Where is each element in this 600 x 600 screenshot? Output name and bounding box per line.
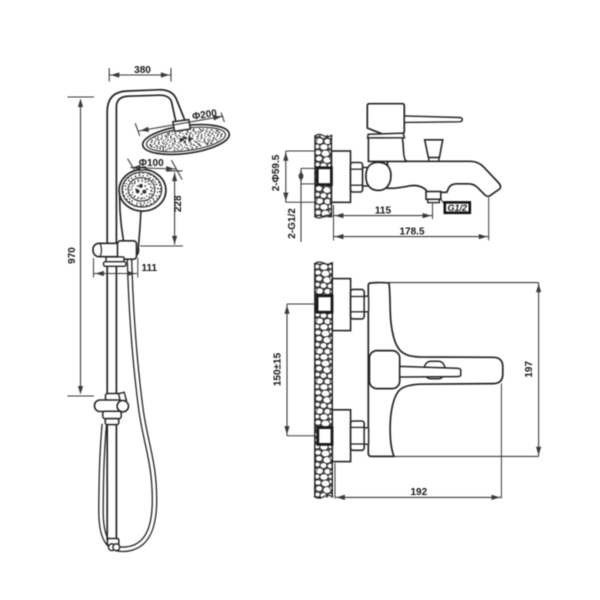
svg-text:111: 111: [142, 263, 158, 274]
svg-text:197: 197: [524, 361, 535, 378]
svg-text:G1/2: G1/2: [448, 203, 468, 213]
svg-text:2-G1/2: 2-G1/2: [287, 208, 298, 239]
svg-text:228: 228: [173, 195, 184, 212]
svg-text:Φ200: Φ200: [191, 108, 218, 123]
svg-text:2-Φ59.5: 2-Φ59.5: [271, 154, 282, 191]
svg-text:192: 192: [410, 487, 427, 498]
svg-text:178.5: 178.5: [399, 226, 424, 237]
svg-text:380: 380: [134, 65, 151, 76]
svg-text:970: 970: [67, 247, 78, 264]
svg-text:Φ100: Φ100: [139, 158, 164, 169]
svg-text:150±15: 150±15: [273, 352, 284, 386]
svg-text:115: 115: [375, 205, 392, 216]
